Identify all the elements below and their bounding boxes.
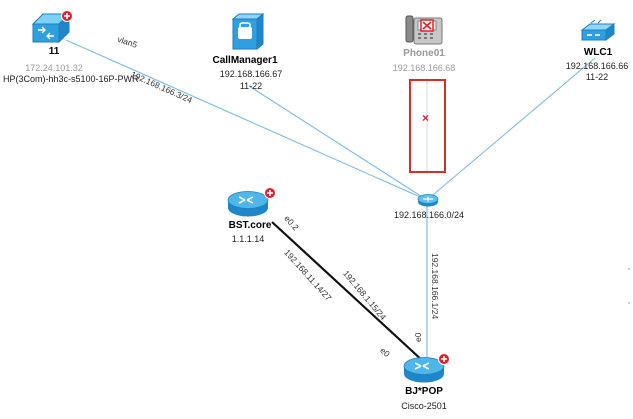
- link-wlc-subnet[interactable]: [426, 57, 596, 201]
- wlc-extra: 11-22: [585, 72, 609, 82]
- link-callmanager-subnet[interactable]: [248, 85, 428, 201]
- subnet-hub-icon: [417, 194, 439, 207]
- phone-node[interactable]: [404, 14, 444, 53]
- phone-icon: [405, 15, 443, 45]
- bstcore-ip: 1.1.1.14: [231, 234, 265, 244]
- switch-name: 11: [48, 46, 60, 57]
- wlc-node[interactable]: [580, 19, 616, 49]
- callmanager-extra: 11-22: [239, 81, 263, 91]
- bjpop-name: BJ*POP: [405, 386, 443, 397]
- link-selection-box[interactable]: ×: [409, 79, 446, 173]
- wlc-ip: 192.168.166.66: [565, 61, 629, 71]
- link-bj-subnet-ip-label: 192.168.166.1/24: [430, 253, 440, 320]
- link-bj-port-top-label: e0: [413, 332, 423, 342]
- server-icon: [231, 12, 265, 51]
- callmanager-ip: 192.168.166.67: [219, 69, 283, 79]
- bjpop-model: Cisco-2501: [401, 401, 447, 411]
- alarm-badge-icon: [61, 10, 73, 22]
- callmanager-node[interactable]: [229, 12, 265, 56]
- canvas-speck: [628, 302, 630, 304]
- alarm-badge-icon: [264, 187, 276, 199]
- link-down-marker-icon: ×: [422, 111, 430, 125]
- canvas-speck: [628, 268, 630, 270]
- link-switch-subnet[interactable]: [65, 39, 428, 201]
- switch-node-11[interactable]: [29, 10, 73, 51]
- alarm-badge-icon: [438, 353, 450, 365]
- wlc-name: WLC1: [583, 47, 613, 58]
- switch-model: HP(3Com)-hh3c-s5100-16P-PWR: [3, 74, 139, 84]
- switch-ip: 172.24.101.32: [25, 63, 83, 73]
- callmanager-name: CallManager1: [212, 55, 278, 66]
- bstcore-name: BST.core: [228, 220, 272, 231]
- subnet-label: 192.168.166.0/24: [393, 210, 465, 220]
- bjpop-node[interactable]: [402, 353, 450, 389]
- phone-ip: 192.168.166.68: [392, 63, 456, 73]
- phone-name: Phone01: [403, 48, 445, 59]
- router-icon: [227, 191, 269, 217]
- link-bst-bjpop[interactable]: [271, 221, 425, 363]
- subnet-node[interactable]: [417, 193, 439, 212]
- wireless-controller-icon: [580, 19, 616, 41]
- router-icon: [403, 357, 445, 383]
- bstcore-node[interactable]: [226, 187, 276, 223]
